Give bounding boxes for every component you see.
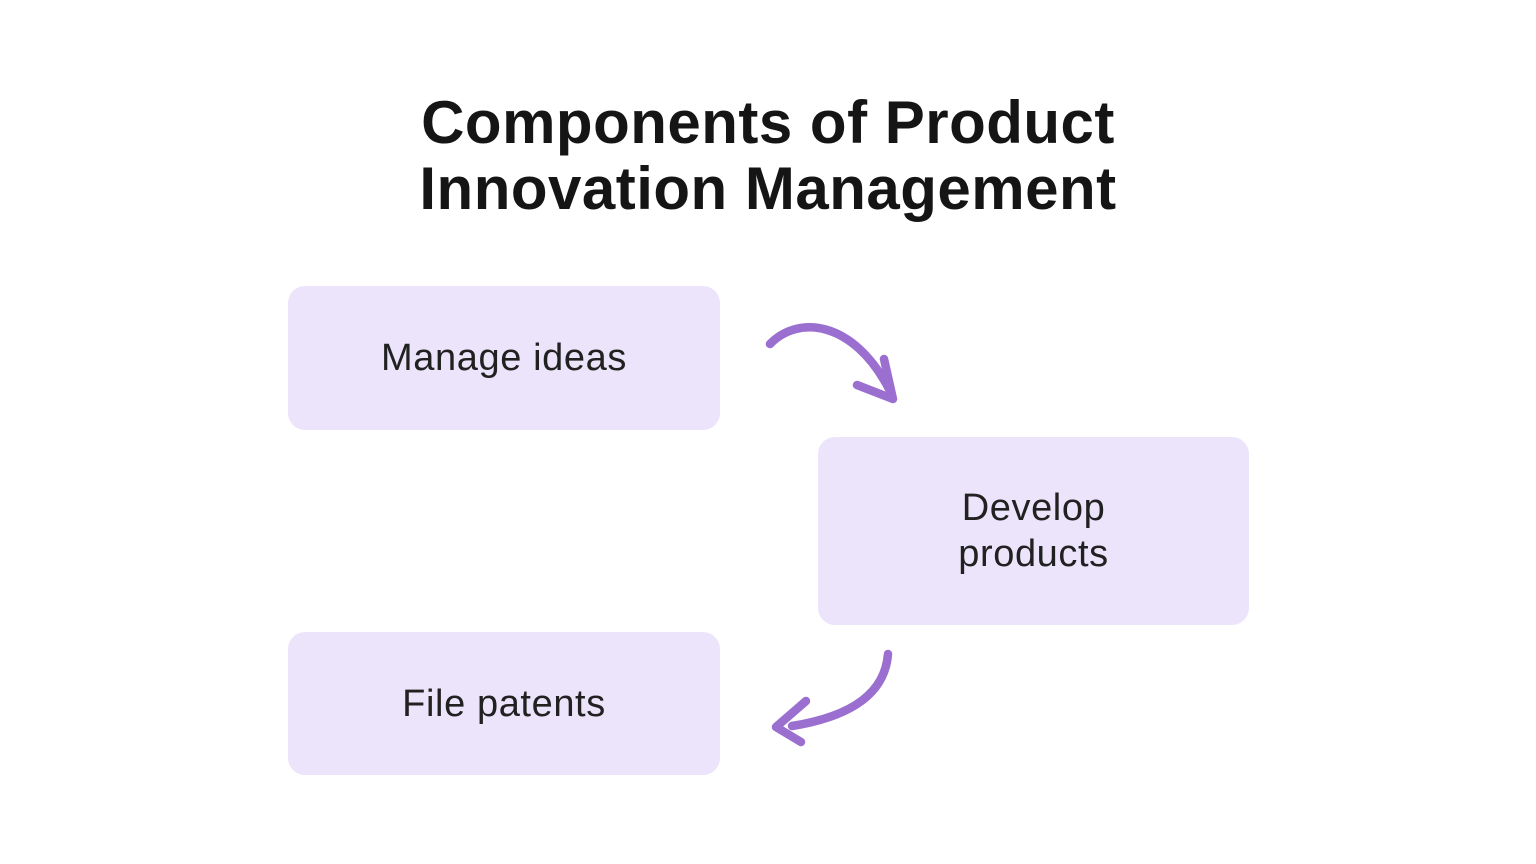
arrow-develop-to-file-head-icon <box>771 696 811 747</box>
node-file-patents-label: File patents <box>402 682 606 725</box>
arrow-manage-to-develop-head-icon <box>852 354 898 404</box>
diagram-title: Components of Product Innovation Managem… <box>0 90 1536 222</box>
title-line-2: Innovation Management <box>419 155 1117 222</box>
node-develop-products-label-2: products <box>958 533 1109 575</box>
arrow-manage-to-develop <box>765 323 894 394</box>
node-file-patents: File patents <box>288 632 720 775</box>
node-develop-products: Develop products <box>818 437 1249 625</box>
node-develop-products-label: Develop <box>961 487 1106 529</box>
node-manage-ideas-label: Manage ideas <box>381 337 627 379</box>
arrow-develop-to-file <box>787 649 893 731</box>
node-manage-ideas: Manage ideas <box>288 286 720 430</box>
title-line-1: Components of Product <box>421 89 1115 156</box>
